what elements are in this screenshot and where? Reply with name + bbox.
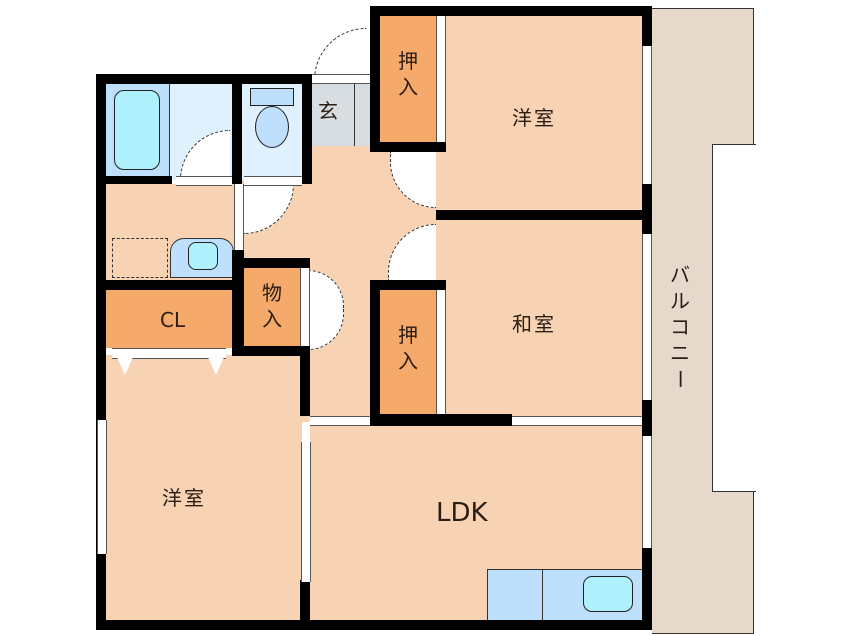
entrance-step <box>354 82 355 146</box>
wall <box>96 280 242 290</box>
wall <box>370 6 652 16</box>
sliding-door <box>436 16 446 142</box>
storage-door-frame <box>300 268 310 346</box>
toilet-tank-icon <box>250 88 294 106</box>
wall <box>370 414 512 426</box>
window <box>97 420 107 554</box>
closet-top-label: 押 入 <box>398 49 418 99</box>
wall <box>232 258 310 268</box>
closet-middle <box>380 290 436 414</box>
balcony-cutout <box>712 144 756 492</box>
cl-door-track <box>112 348 226 359</box>
wall <box>300 580 310 630</box>
wall <box>232 346 310 356</box>
entrance <box>310 80 372 146</box>
sink-icon <box>583 576 633 612</box>
entrance-door-icon <box>314 28 366 80</box>
sliding-door <box>234 184 244 250</box>
wall <box>96 176 172 184</box>
japanese-room <box>440 220 644 416</box>
door-threshold <box>244 176 302 186</box>
wall <box>436 210 652 220</box>
western-room-bottom <box>106 355 302 621</box>
entrance-threshold <box>312 74 370 84</box>
cl-closet <box>106 290 234 348</box>
sliding-door <box>436 290 446 414</box>
closet-top <box>380 16 436 142</box>
closet-middle-label: 押 入 <box>398 323 418 373</box>
washing-machine-pan <box>112 238 168 278</box>
storage-label: 物 入 <box>262 281 282 331</box>
western-room-top-label: 洋室 <box>512 106 556 130</box>
cl-door-left-icon <box>117 357 133 375</box>
wall <box>96 74 106 630</box>
wash-basin-bowl-icon <box>188 242 218 270</box>
wall <box>642 184 652 234</box>
bathtub-icon <box>114 90 160 170</box>
wall <box>96 74 312 84</box>
sliding-door <box>310 416 370 426</box>
balcony-label: バ ル コ ニ ー <box>668 263 692 389</box>
storage <box>244 268 300 348</box>
cl-label: CL <box>160 308 186 332</box>
wall <box>96 620 652 630</box>
wall <box>642 400 652 436</box>
sliding-door <box>512 416 642 426</box>
wall <box>370 280 446 290</box>
window <box>642 234 652 400</box>
wall <box>370 6 380 152</box>
wall <box>232 250 244 354</box>
wall <box>642 548 652 630</box>
kitchen-divider <box>542 569 543 621</box>
ldk-label: LDK <box>436 498 488 528</box>
western-room-bottom-label: 洋室 <box>162 486 206 510</box>
western-room-top <box>440 16 644 212</box>
wall <box>300 346 310 416</box>
japanese-room-label: 和室 <box>512 312 556 336</box>
wall <box>232 74 242 184</box>
entrance-label: 玄 <box>318 99 340 123</box>
wall <box>370 280 380 426</box>
window <box>642 436 652 548</box>
sliding-door <box>301 442 311 582</box>
window <box>642 46 652 184</box>
wall <box>302 74 312 184</box>
toilet-bowl-icon <box>255 106 289 148</box>
wall <box>436 142 446 152</box>
cl-door-right-icon <box>208 357 224 375</box>
wall <box>370 142 446 152</box>
wall <box>642 6 652 46</box>
door-threshold <box>176 176 232 186</box>
